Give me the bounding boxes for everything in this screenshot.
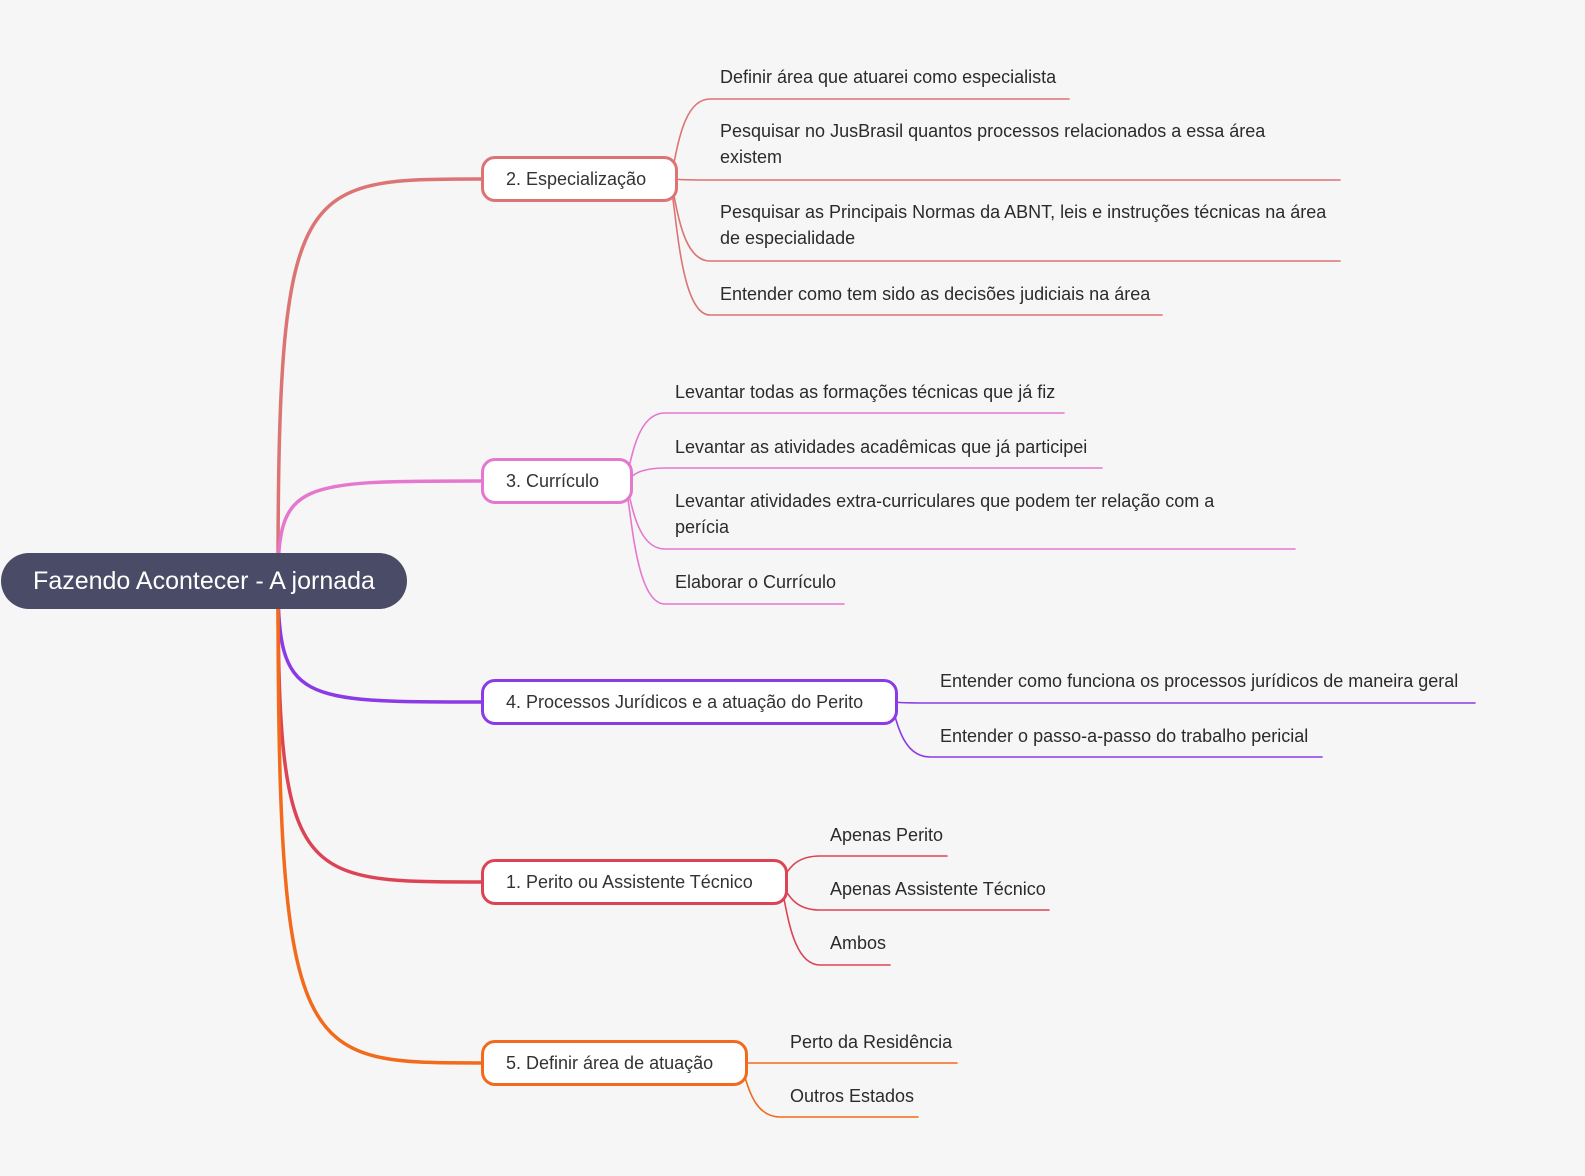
leaf-perto-residencia[interactable]: Perto da Residência xyxy=(790,1032,953,1052)
root-connector-1 xyxy=(276,479,483,583)
leaf-apenas-perito[interactable]: Apenas Perito xyxy=(830,825,944,845)
root-connector-0 xyxy=(276,177,483,583)
branch-processos-juridicos[interactable]: 4. Processos Jurídicos e a atuação do Pe… xyxy=(481,679,898,725)
branch-definir-area-atuacao[interactable]: 5. Definir área de atuação xyxy=(481,1040,748,1086)
branch-especializacao[interactable]: 2. Especialização xyxy=(481,156,678,202)
branch-curriculo[interactable]: 3. Currículo xyxy=(481,458,633,504)
root-connector-4 xyxy=(276,579,483,1065)
leaf-atividades-academicas[interactable]: Levantar as atividades acadêmicas que já… xyxy=(675,437,1088,457)
leaf-connector-0-1 xyxy=(667,178,1341,181)
leaf-decisoes-judiciais[interactable]: Entender como tem sido as decisões judic… xyxy=(720,284,1151,304)
root-connector-3 xyxy=(276,579,483,884)
leaf-passo-a-passo[interactable]: Entender o passo-a-passo do trabalho per… xyxy=(940,726,1309,746)
leaf-atividades-extracurriculares[interactable]: Levantar atividades extra-curriculares q… xyxy=(675,491,1215,537)
root-topic[interactable]: Fazendo Acontecer - A jornada xyxy=(1,553,407,609)
leaf-ambos[interactable]: Ambos xyxy=(830,933,887,953)
leaf-formacoes-tecnicas[interactable]: Levantar todas as formações técnicas que… xyxy=(675,382,1056,402)
leaf-definir-area[interactable]: Definir área que atuarei como especialis… xyxy=(720,67,1057,87)
leaf-connector-1-1 xyxy=(622,467,1103,482)
leaf-connector-2-0 xyxy=(887,701,1476,704)
leaf-elaborar-curriculo[interactable]: Elaborar o Currículo xyxy=(675,572,837,592)
leaf-processos-gerais[interactable]: Entender como funciona os processos jurí… xyxy=(940,671,1459,691)
leaf-pesquisar-jusbrasil[interactable]: Pesquisar no JusBrasil quantos processos… xyxy=(720,121,1266,167)
leaf-outros-estados[interactable]: Outros Estados xyxy=(790,1086,915,1106)
leaf-pesquisar-normas[interactable]: Pesquisar as Principais Normas da ABNT, … xyxy=(720,202,1327,248)
leaf-apenas-assistente[interactable]: Apenas Assistente Técnico xyxy=(830,879,1046,899)
branch-perito-assistente[interactable]: 1. Perito ou Assistente Técnico xyxy=(481,859,788,905)
